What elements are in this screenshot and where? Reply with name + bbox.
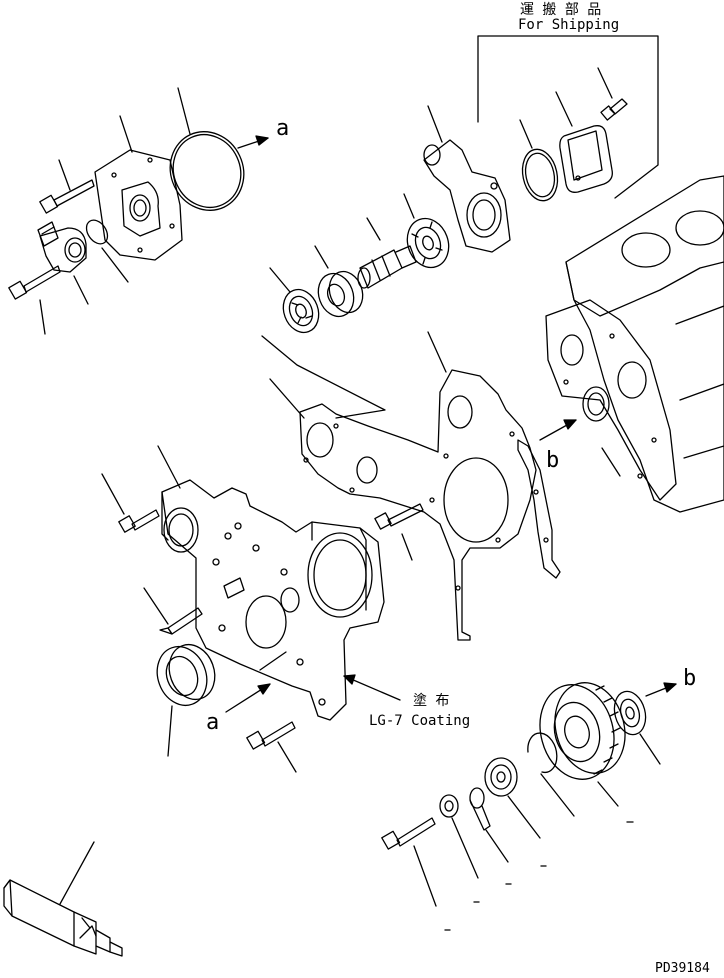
engine-block <box>546 176 724 512</box>
coating-label-jp: 塗 布 <box>413 693 450 709</box>
washer <box>440 795 458 817</box>
bolt-gear <box>382 818 435 849</box>
seal-installer-tool <box>4 880 122 956</box>
gear-case-cover <box>162 480 384 720</box>
main-gear <box>530 675 635 788</box>
arrow-to-a-top <box>238 136 268 148</box>
idler-gear <box>313 267 369 322</box>
bolt-upper-left <box>40 180 94 213</box>
front-gasket <box>300 370 536 640</box>
shipping-o-ring <box>518 146 562 204</box>
front-oil-seal <box>149 638 222 712</box>
shipping-label-en: For Shipping <box>518 17 620 33</box>
arrow-from-a-bottom <box>226 684 270 712</box>
snap-ring <box>528 733 557 772</box>
group-bracket <box>262 336 385 418</box>
bearing-small <box>278 285 325 338</box>
bearing-lower <box>485 758 517 796</box>
gasket-small <box>82 216 112 248</box>
drawing-number: PD39184 <box>655 961 710 976</box>
arrow-to-b-middle <box>540 420 576 440</box>
o-ring-large <box>157 120 256 223</box>
leader-lines <box>40 68 660 906</box>
ref-letter-a-top: a <box>276 116 290 141</box>
bolt-gear-case <box>119 510 159 532</box>
shipping-cover-plate <box>560 126 613 193</box>
coating-label-en: LG-7 Coating <box>369 713 471 729</box>
ref-letter-b-right: b <box>683 666 697 691</box>
shipping-label-jp: 運 搬 部 品 <box>520 2 602 18</box>
bearing-toothed <box>401 213 456 274</box>
arrow-to-b-right <box>646 683 676 696</box>
bearing-right <box>610 688 650 738</box>
gasket-strip <box>518 440 560 578</box>
spacer-sleeve <box>470 788 490 830</box>
bolt-left <box>9 266 60 299</box>
elbow-fitting <box>38 222 86 272</box>
idler-bracket <box>424 140 510 252</box>
ref-letter-b-middle: b <box>546 448 560 473</box>
bolt-center <box>375 504 423 529</box>
ref-letter-a-bottom: a <box>206 710 220 735</box>
rear-cover-plate <box>95 150 182 260</box>
arrow-coating <box>344 675 400 700</box>
item-dashes <box>445 822 633 930</box>
bolt-lower <box>247 722 295 749</box>
shipping-box <box>478 36 658 198</box>
shipping-bolt <box>601 99 627 120</box>
idler-shaft <box>358 246 416 288</box>
dowel-pin <box>160 608 202 634</box>
